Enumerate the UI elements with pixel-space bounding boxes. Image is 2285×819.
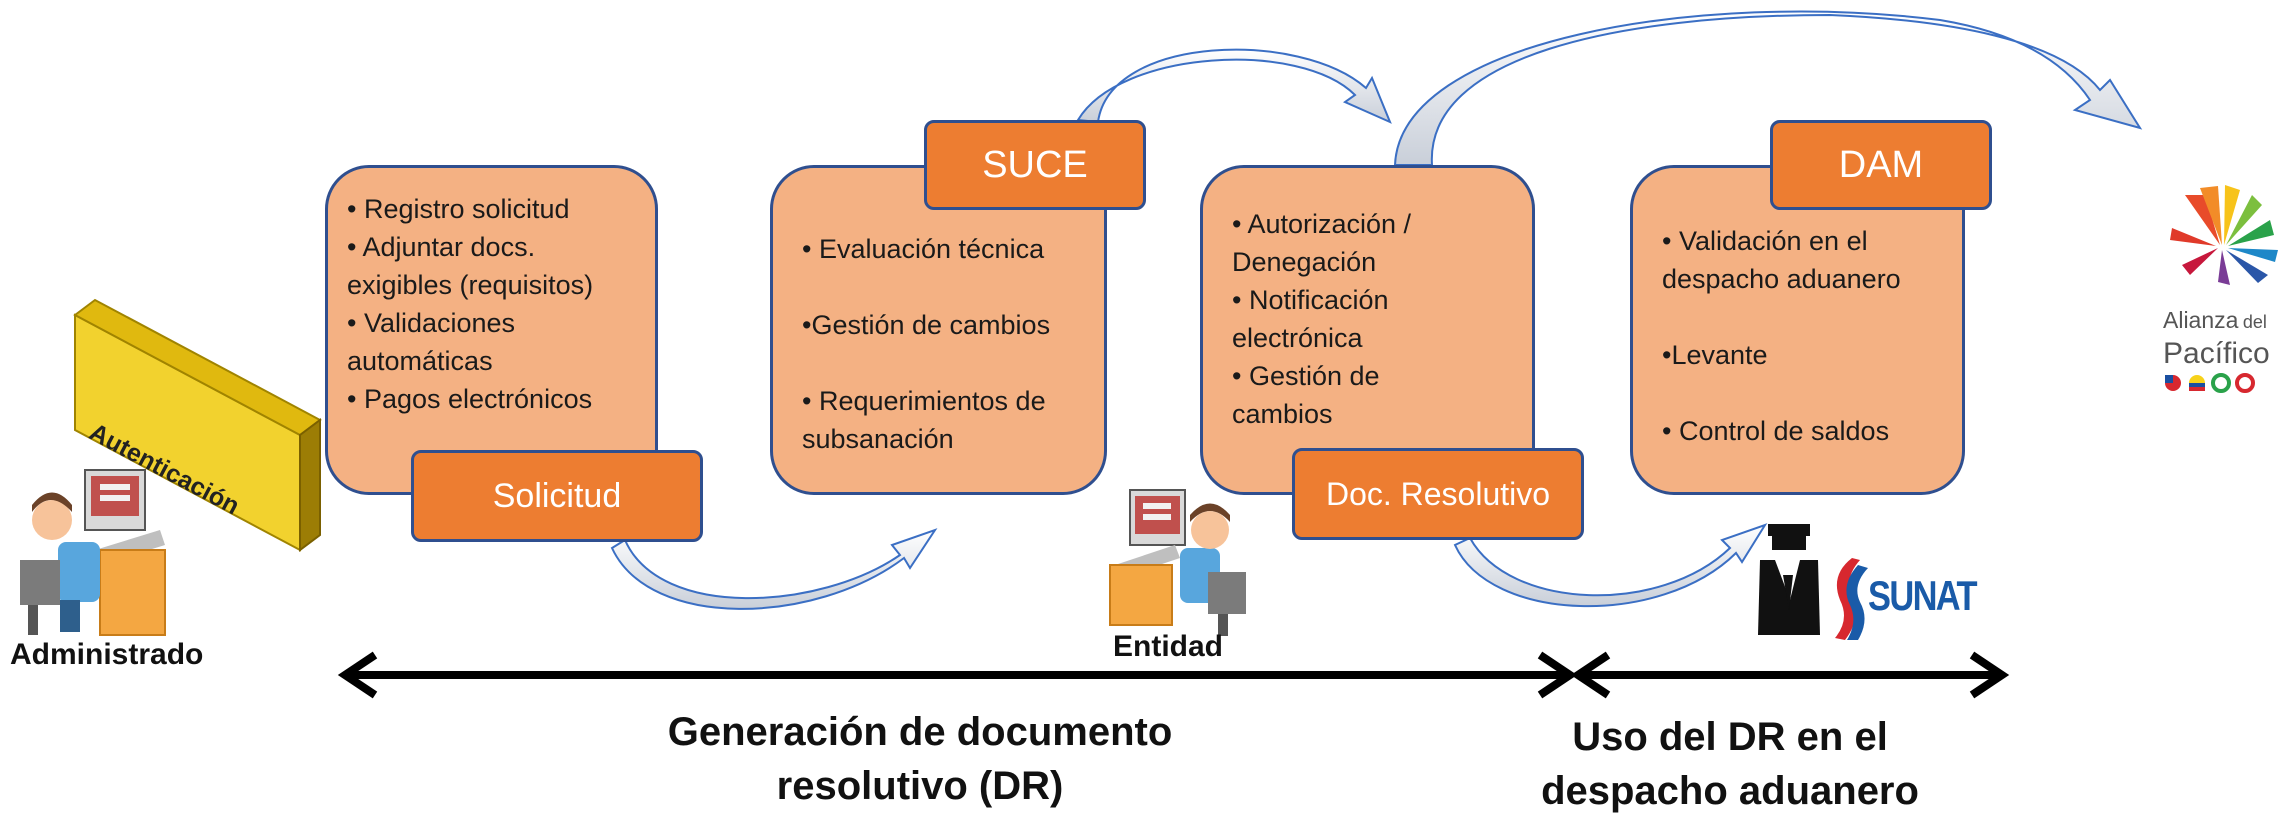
phase-caption-generation: Generación de documento resolutivo (DR) [600,705,1240,813]
dam-line: • Control de saldos [1662,416,1890,446]
resolutivo-line: • Gestión de [1232,361,1380,391]
suce-line: • Evaluación técnica [802,234,1045,264]
sunat-label: SUNAT [1868,572,1978,619]
dam-box-text: • Validación en el despacho aduanero •Le… [1662,222,1901,450]
alianza-logo-line2: Pacífico [2163,337,2270,370]
suce-box-text: • Evaluación técnica •Gestión de cambios… [802,230,1050,458]
solicitud-line: • Adjuntar docs. [347,232,536,262]
solicitud-tag: Solicitud [411,450,703,542]
dam-tag: DAM [1770,120,1992,210]
solicitud-line: exigibles (requisitos) [347,270,594,300]
resolutivo-box [1200,165,1535,495]
solicitud-line: • Registro solicitud [347,194,570,224]
alianza-logo-line1: Alianza [2163,307,2239,333]
curved-arrow-suce-resolutivo [1076,48,1392,124]
solicitud-line: automáticas [347,346,493,376]
suce-line: • Requerimientos de [802,386,1046,416]
alianza-logo-text: Alianza del Pacífico [2163,305,2270,374]
phase-arrow-usage [1570,651,2010,699]
phase-caption-generation-line: Generación de documento [667,710,1173,754]
resolutivo-line: Denegación [1232,247,1377,277]
resolutivo-tag: Doc. Resolutivo [1292,448,1584,540]
dam-line: •Levante [1662,340,1768,370]
resolutivo-line: • Autorización / [1232,209,1412,239]
phase-caption-usage: Uso del DR en el despacho aduanero [1500,710,1960,818]
customs-officer-icon [1758,524,1820,635]
suce-line [802,268,1050,306]
phase-arrow-generation [337,651,1578,699]
administrado-label: Administrado [10,638,204,671]
suce-box [770,165,1107,495]
administrado-icon [20,469,166,636]
solicitud-box-text: • Registro solicitud • Adjuntar docs. ex… [347,190,593,418]
sunat-logo-icon [1835,558,1868,640]
resolutivo-box-text: • Autorización / Denegación • Notificaci… [1232,205,1411,433]
phase-caption-usage-line: Uso del DR en el [1572,715,1888,759]
dam-line [1662,374,1901,412]
suce-line: •Gestión de cambios [802,310,1051,340]
entidad-icon [1109,489,1246,636]
suce-line [802,344,1050,382]
resolutivo-line: electrónica [1232,323,1363,353]
dam-line [1662,298,1901,336]
alianza-logo-line1b: del [2242,312,2267,332]
dam-line: despacho aduanero [1662,264,1901,294]
resolutivo-line: cambios [1232,399,1333,429]
authentication-wall [73,298,322,552]
solicitud-line: • Validaciones [347,308,516,338]
solicitud-line: • Pagos electrónicos [347,384,593,414]
suce-line: subsanación [802,424,954,454]
phase-caption-usage-line: despacho aduanero [1541,769,1919,813]
curved-arrow-to-alianza [1393,10,2143,166]
dam-box [1630,165,1965,495]
solicitud-box [325,165,658,495]
entidad-label: Entidad [1113,630,1223,663]
alianza-pacifico-logo-icon [2158,185,2285,400]
suce-tag: SUCE [924,120,1146,210]
dam-line: • Validación en el [1662,226,1868,256]
curved-arrow-resolutivo-dam [1453,523,1768,607]
resolutivo-line: • Notificación [1232,285,1389,315]
phase-caption-generation-line: resolutivo (DR) [776,764,1064,808]
curved-arrow-solicitud-suce [610,528,938,610]
